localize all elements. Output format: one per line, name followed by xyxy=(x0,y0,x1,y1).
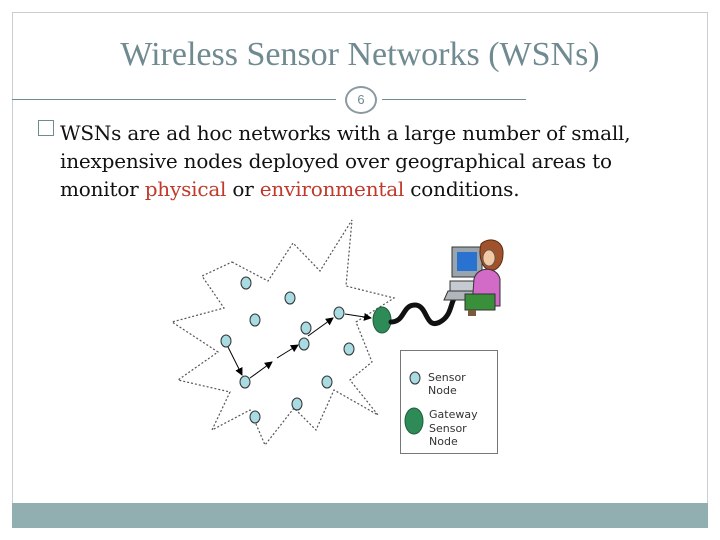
sensor-node xyxy=(241,277,251,289)
sensor-node xyxy=(250,411,260,423)
sensor-node xyxy=(344,343,354,355)
legend-box: Sensor Node Gateway Sensor Node xyxy=(400,350,498,454)
network-boundary xyxy=(172,220,394,445)
sensor-node xyxy=(292,398,302,410)
sensor-node xyxy=(240,376,250,388)
legend-sensor-swatch xyxy=(410,372,420,384)
sensor-node xyxy=(221,335,231,347)
sensor-node xyxy=(301,322,311,334)
legend-gateway-swatch xyxy=(405,408,423,434)
sensor-node xyxy=(285,292,295,304)
sensor-node xyxy=(299,338,309,350)
legend-gateway-label-1: Gateway xyxy=(429,408,478,421)
sensor-node xyxy=(334,307,344,319)
sensor-node xyxy=(322,376,332,388)
sensor-node xyxy=(250,314,260,326)
legend-sensor-label: Sensor Node xyxy=(428,371,497,397)
gateway-node xyxy=(373,307,391,333)
footer-bar xyxy=(12,503,708,528)
sensor-nodes xyxy=(221,277,354,423)
legend-gateway-label-2: Sensor Node xyxy=(429,422,497,448)
